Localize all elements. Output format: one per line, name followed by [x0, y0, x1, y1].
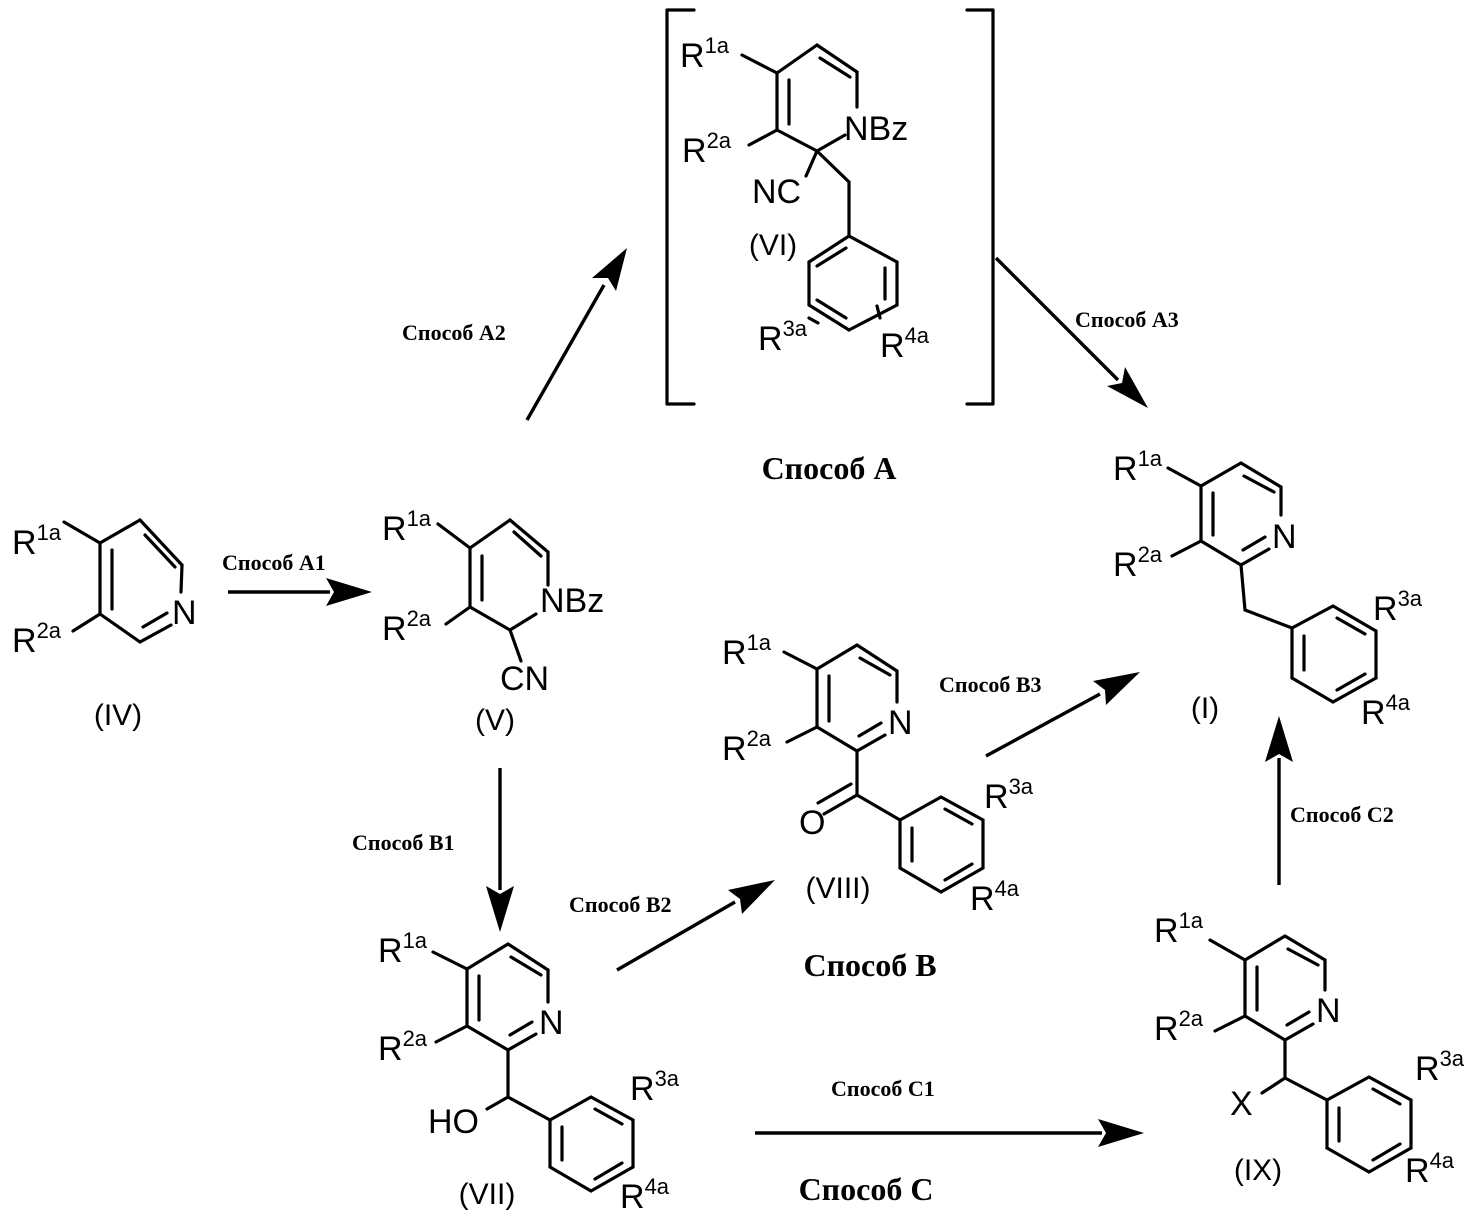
viii-r1-label: R1a	[722, 630, 772, 672]
compound-vii-structure	[433, 944, 633, 1191]
ix-n-label: N	[1316, 992, 1341, 1030]
vii-r2-label: R2a	[378, 1026, 428, 1068]
iv-r1-label: R1a	[12, 520, 62, 562]
step-label-b1: Способ B1	[352, 830, 455, 855]
step-label-c1: Способ C1	[831, 1076, 935, 1101]
route-label-b: Способ B	[803, 947, 936, 983]
vii-r4-label: R4a	[620, 1174, 670, 1216]
arrow-a1	[228, 578, 372, 606]
viii-r3-label: R3a	[984, 774, 1034, 816]
arrow-c2	[1265, 716, 1293, 885]
compound-id-iv: (IV)	[94, 699, 142, 732]
compound-iv-structure	[64, 520, 182, 642]
vii-oh-label: HO	[428, 1103, 479, 1141]
vii-r1-label: R1a	[378, 928, 428, 970]
compound-v-structure	[438, 520, 548, 661]
ix-r1-label: R1a	[1154, 908, 1204, 950]
i-r4-label: R4a	[1361, 690, 1411, 732]
step-label-a3: Способ A3	[1075, 307, 1179, 332]
v-r1-label: R1a	[382, 506, 432, 548]
i-r3-label: R3a	[1373, 586, 1423, 628]
ix-r3-label: R3a	[1415, 1046, 1465, 1088]
v-r2-label: R2a	[382, 606, 432, 648]
viii-r4-label: R4a	[970, 876, 1020, 918]
step-label-b2: Способ B2	[569, 892, 672, 917]
vi-r3-label: R3a	[758, 316, 808, 358]
compound-id-i: (I)	[1191, 692, 1219, 725]
compound-id-viii: (VIII)	[806, 872, 871, 905]
vii-n-label: N	[539, 1004, 564, 1042]
compound-id-vi: (VI)	[749, 229, 797, 262]
vii-r3-label: R3a	[630, 1066, 680, 1108]
intermediate-bracket-right	[967, 10, 993, 404]
step-label-a2: Способ A2	[402, 320, 506, 345]
arrow-c1	[755, 1119, 1144, 1147]
step-label-b3: Способ B3	[939, 672, 1042, 697]
i-r1-label: R1a	[1113, 446, 1163, 488]
compound-ix-structure	[1210, 936, 1411, 1172]
route-label-c: Способ C	[799, 1171, 934, 1207]
compound-id-v: (V)	[475, 704, 515, 737]
arrow-b1	[486, 768, 514, 932]
vi-r1-label: R1a	[680, 33, 730, 75]
iv-n-label: N	[172, 594, 197, 632]
route-label-a: Способ A	[762, 450, 897, 486]
ix-r4-label: R4a	[1405, 1148, 1455, 1190]
v-nbz-label: NBz	[540, 582, 604, 620]
i-n-label: N	[1272, 518, 1297, 556]
ix-x-label: X	[1230, 1085, 1253, 1123]
arrow-a3	[996, 258, 1148, 408]
compound-i-structure	[1168, 463, 1376, 702]
vi-nc-label: NC	[752, 173, 801, 211]
ix-r2-label: R2a	[1154, 1006, 1204, 1048]
viii-o-label: O	[799, 804, 825, 842]
arrow-a2	[527, 248, 627, 420]
step-label-c2: Способ C2	[1290, 802, 1394, 827]
vi-r4-label: R4a	[880, 323, 930, 365]
compound-id-vii: (VII)	[459, 1178, 516, 1211]
viii-r2-label: R2a	[722, 726, 772, 768]
compound-id-ix: (IX)	[1234, 1154, 1282, 1187]
v-cn-label: CN	[500, 660, 549, 698]
vi-r2-label: R2a	[682, 128, 732, 170]
vi-nbz-label: NBz	[844, 110, 908, 148]
iv-r2-label: R2a	[12, 618, 62, 660]
step-label-a1: Способ A1	[222, 550, 326, 575]
i-r2-label: R2a	[1113, 542, 1163, 584]
viii-n-label: N	[888, 704, 913, 742]
